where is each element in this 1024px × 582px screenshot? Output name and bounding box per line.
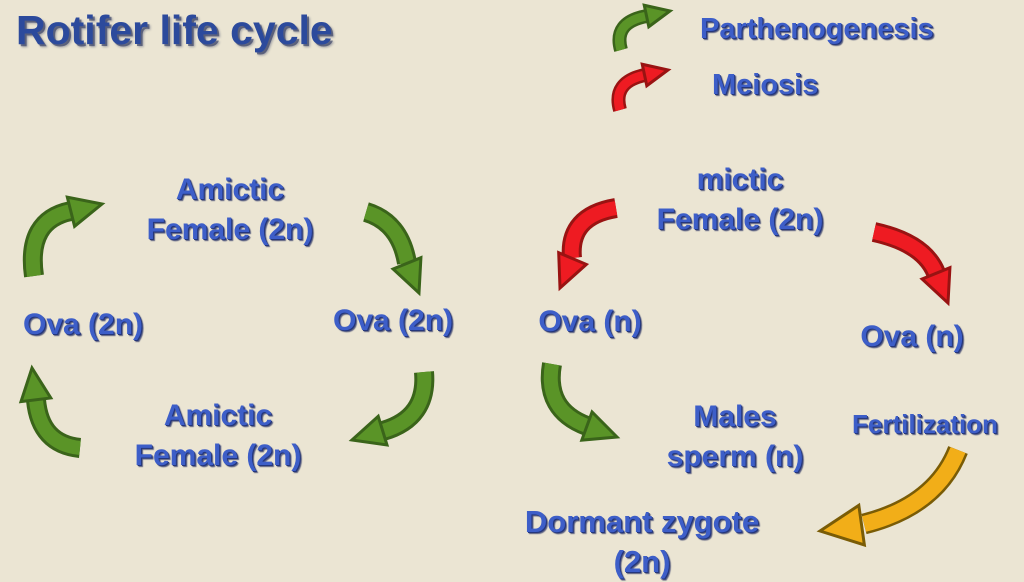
node-label-line: Fertilization [852,409,998,439]
edge-amictic-top-to-ova2n-arrow [362,202,423,297]
node-ova-2n-right: Ova (2n) [313,301,473,341]
edge-amictic-bottom-to-ova2n-arrow [18,364,82,458]
node-label-line: Dormant zygote [524,504,760,539]
node-label-line: Female (2n) [134,439,302,472]
node-amictic-female-top: Amictic Female (2n) [90,170,370,250]
node-label-line: Amictic [163,399,273,432]
node-males-sperm: Males sperm (n) [615,397,855,477]
node-label-line: (2n) [613,544,671,579]
page-title: Rotifer life cycle [16,7,333,53]
legend-meiosis-label: Meiosis [712,69,819,101]
node-ova-n-right: Ova (n) [832,317,992,357]
node-label-line: Ova (2n) [22,308,144,341]
node-label-line: Males [693,400,777,433]
edge-ova2n-to-amictic-bottom-arrow [348,371,435,447]
node-ova-n-left: Ova (n) [510,302,670,342]
node-label-line: Female (2n) [656,203,824,236]
node-ova-2n-left: Ova (2n) [3,305,163,345]
node-label-line: sperm (n) [666,440,804,473]
legend-parthenogenesis-label: Parthenogenesis [700,13,934,45]
node-mictic-female: mictic Female (2n) [600,160,880,240]
node-label-line: Female (2n) [146,213,314,246]
node-label-line: Ova (n) [538,305,642,338]
node-label-line: Ova (n) [860,320,964,353]
node-amictic-female-bottom: Amictic Female (2n) [78,396,358,476]
meiosis-legend-arrow-icon [611,62,672,112]
node-dormant-zygote: Dormant zygote (2n) [462,502,822,582]
edge-mictic-to-ova-n-right-arrow [871,222,952,307]
node-label-line: Ova (2n) [332,304,454,337]
node-label-line: Amictic [175,173,285,206]
edge-ova-n-to-males-sperm-arrow [540,362,621,442]
node-label-line: mictic [696,163,784,196]
parthenogenesis-legend-arrow-icon [612,3,674,52]
node-fertilization: Fertilization [820,409,1024,439]
